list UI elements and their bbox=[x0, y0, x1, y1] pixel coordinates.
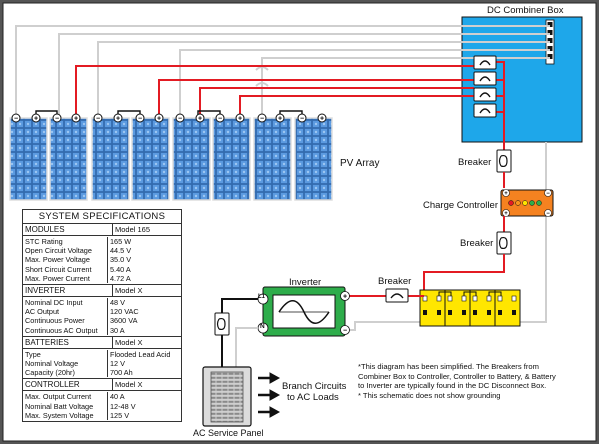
ac-service-panel bbox=[202, 366, 252, 427]
combiner-breakers bbox=[473, 55, 497, 118]
terminal-l1-label: L1 bbox=[258, 294, 266, 300]
svg-text:−: − bbox=[218, 116, 222, 123]
specs-title: SYSTEM SPECIFICATIONS bbox=[23, 210, 181, 224]
svg-text:−: − bbox=[55, 116, 59, 123]
section-name: BATTERIES bbox=[23, 336, 113, 348]
svg-text:−: − bbox=[546, 211, 550, 217]
section-model: Model 165 bbox=[115, 225, 151, 234]
specs-section-header: BATTERIES Model X bbox=[23, 336, 181, 349]
specs-section-header: CONTROLLER Model X bbox=[23, 379, 181, 392]
svg-text:+: + bbox=[157, 116, 161, 123]
svg-text:+: + bbox=[343, 294, 347, 301]
charge-controller-label: Charge Controller bbox=[423, 200, 498, 211]
svg-text:−: − bbox=[343, 328, 347, 335]
breaker-label: Breaker bbox=[378, 276, 412, 287]
breaker-label: Breaker bbox=[458, 157, 492, 168]
svg-text:−: − bbox=[546, 191, 550, 197]
svg-text:+: + bbox=[74, 116, 78, 123]
svg-text:−: − bbox=[178, 116, 182, 123]
svg-text:+: + bbox=[198, 116, 202, 123]
branch-circuits-label: Branch Circuits to AC Loads bbox=[282, 381, 346, 403]
spec-row: Capacity (20hr)700 Ah bbox=[25, 368, 133, 378]
branch-circuits-line: to AC Loads bbox=[287, 392, 339, 403]
section-name: INVERTER bbox=[23, 285, 113, 297]
positive-wires bbox=[75, 61, 505, 155]
svg-text:−: − bbox=[138, 116, 142, 123]
pv-module bbox=[131, 117, 170, 201]
svg-text:+: + bbox=[278, 116, 282, 123]
wire bbox=[423, 254, 505, 290]
section-model: Model X bbox=[115, 337, 143, 347]
pv-array: − + − + − + − + − + − + − + − + bbox=[9, 110, 333, 201]
pv-module bbox=[91, 117, 130, 201]
pv-module bbox=[172, 117, 211, 201]
specs-section-header: MODULES Model 165 bbox=[23, 224, 181, 236]
note-line: *This diagram has been simplified. The B… bbox=[358, 362, 539, 371]
system-specifications-table: SYSTEM SPECIFICATIONS MODULES Model 165 … bbox=[22, 209, 182, 423]
svg-text:−: − bbox=[260, 116, 264, 123]
ac-wires bbox=[221, 298, 258, 370]
note-line: to Inverter are typically found in the D… bbox=[358, 381, 547, 391]
svg-text:−: − bbox=[300, 116, 304, 123]
notes-block: *This diagram has been simplified. The B… bbox=[358, 362, 556, 400]
breaker-controller-battery bbox=[496, 231, 512, 255]
pv-array-label: PV Array bbox=[340, 158, 380, 169]
pv-module bbox=[253, 117, 292, 201]
breaker-battery-inverter bbox=[385, 288, 409, 303]
svg-text:+: + bbox=[504, 191, 508, 197]
breaker-combiner-controller bbox=[496, 149, 512, 173]
branch-circuits-line: Branch Circuits bbox=[282, 381, 347, 392]
section-model: Model X bbox=[115, 286, 143, 296]
note-line: * This schematic does not show grounding bbox=[358, 390, 501, 400]
inverter-label: Inverter bbox=[289, 277, 322, 288]
breaker-label: Breaker bbox=[460, 238, 494, 249]
breaker-ac bbox=[214, 312, 230, 336]
pv-module bbox=[9, 117, 48, 201]
svg-text:+: + bbox=[320, 116, 324, 123]
charge-controller: + − + − bbox=[500, 189, 554, 217]
inverter: +− bbox=[257, 286, 350, 337]
pv-module bbox=[294, 117, 333, 201]
svg-text:+: + bbox=[116, 116, 120, 123]
battery-bank bbox=[419, 289, 521, 327]
note-line: Combiner Box to Controller, Controller t… bbox=[358, 371, 556, 381]
section-name: CONTROLLER bbox=[23, 379, 113, 391]
svg-text:+: + bbox=[238, 116, 242, 123]
svg-text:+: + bbox=[34, 116, 38, 123]
svg-text:−: − bbox=[96, 116, 100, 123]
pv-module bbox=[49, 117, 88, 201]
section-model: Model X bbox=[115, 380, 143, 390]
svg-text:−: − bbox=[14, 116, 18, 123]
terminal-n-label: N bbox=[260, 323, 265, 330]
negative-wires bbox=[15, 25, 550, 118]
dc-combiner-box-label: DC Combiner Box bbox=[487, 5, 564, 16]
pv-module bbox=[212, 117, 251, 201]
svg-text:+: + bbox=[504, 211, 508, 217]
branch-arrows bbox=[258, 372, 281, 418]
ac-service-panel-label: AC Service Panel bbox=[193, 428, 264, 438]
specs-section-header: INVERTER Model X bbox=[23, 285, 181, 298]
section-name: MODULES bbox=[23, 224, 113, 235]
